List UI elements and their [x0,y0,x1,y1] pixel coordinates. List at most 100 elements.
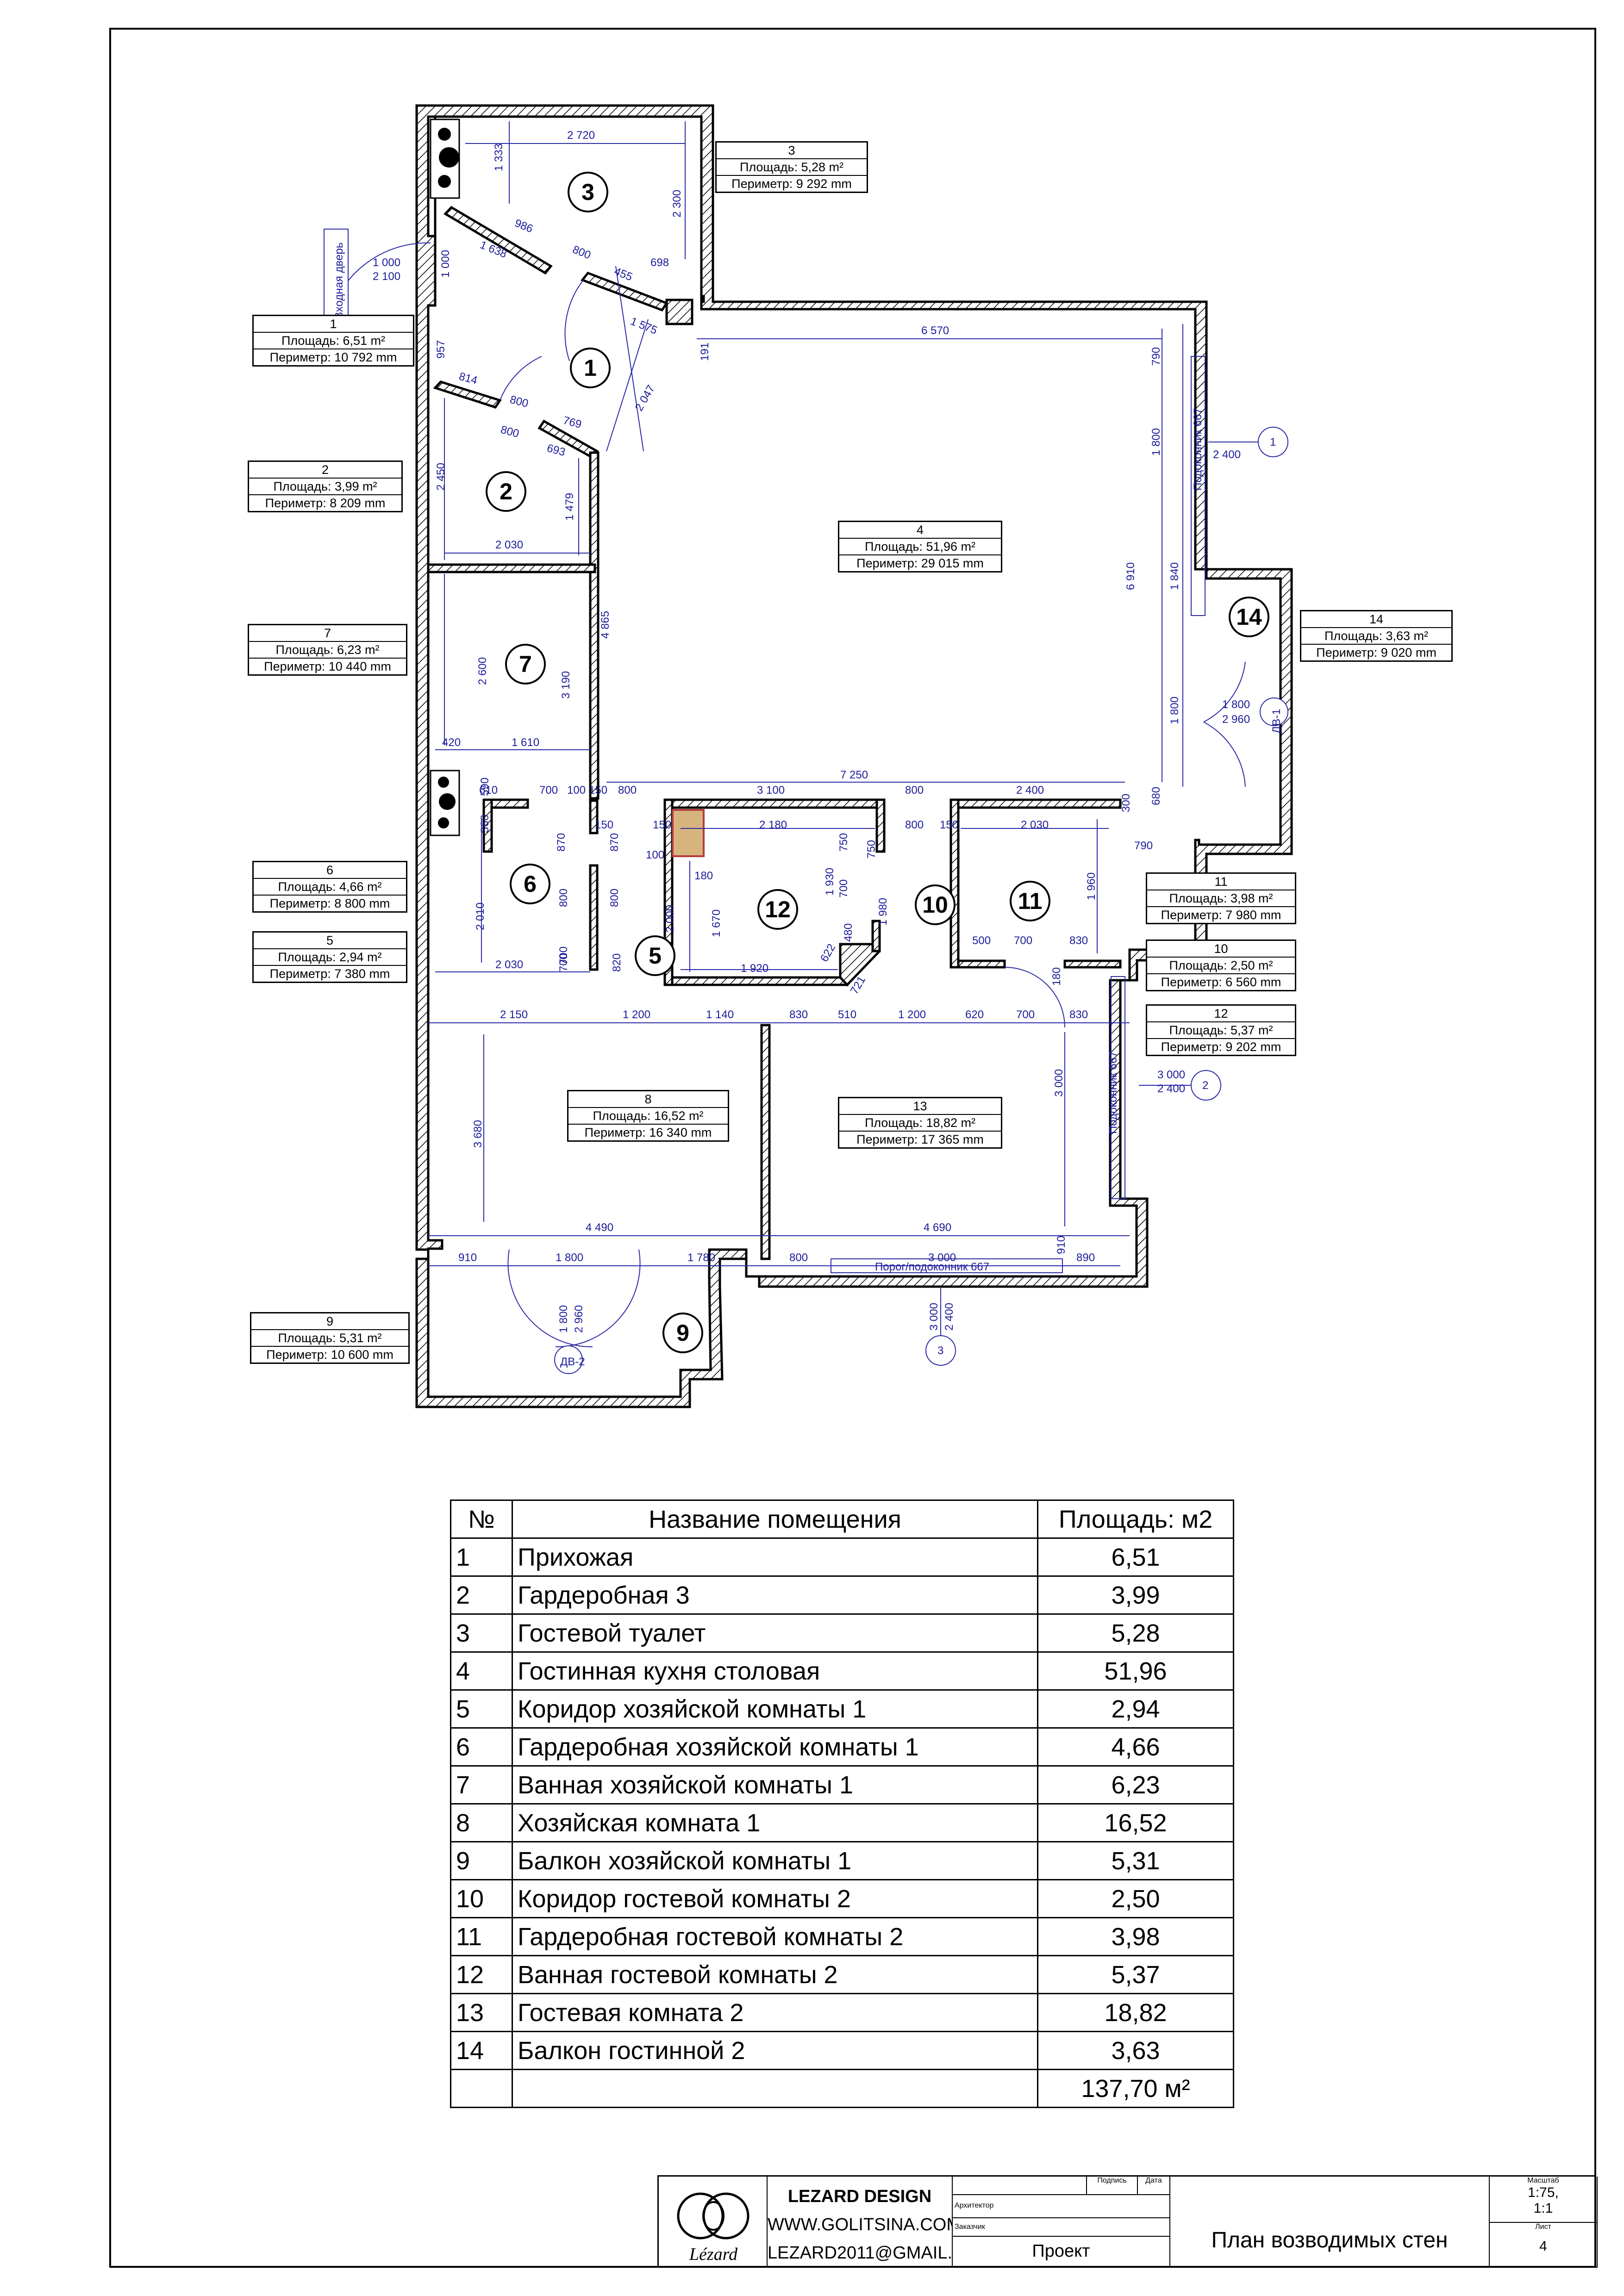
cell-room-name: Хозяйская комната 1 [512,1803,1038,1842]
dimension-label: 698 [650,256,669,269]
cell-number: 3 [450,1613,513,1653]
dimension-label: 480 [842,923,855,942]
room-info-area: Площадь: 5,28 m² [717,159,867,176]
dimension-label: 150 [595,819,613,831]
dimension-label: 150 [589,784,607,796]
scale-cell: Масштаб 1:75, 1:1 [1490,2177,1598,2223]
dimension-label: 1 800 [556,1251,583,1264]
dimension-label: 700 [557,953,570,972]
sign-col-header: Подпись [1087,2177,1138,2195]
room-info-perimeter: Периметр: 8 800 mm [269,896,390,910]
dimension-label: 1 479 [563,493,576,521]
cell-area: 3,99 [1037,1575,1234,1615]
lezard-logo-icon: Lézard [677,2192,750,2264]
dimension-label: 1 000 [373,256,400,269]
room-info-perimeter: Периметр: 6 560 mm [1161,975,1281,989]
room-info-perimeter: Периметр: 7 980 mm [1161,908,1281,922]
room-info-perimeter: Периметр: 16 340 mm [584,1126,712,1139]
cell-area: 2,50 [1037,1879,1234,1918]
dimension-label: 1 980 [877,898,889,926]
room-info-area: Площадь: 3,98 m² [1147,890,1295,907]
dimension-label: 3 000 [928,1303,940,1331]
room-number: 1 [584,355,597,381]
dimension-label: 2 960 [1222,713,1250,726]
room-info-4: 4 Площадь: 51,96 m² Периметр: 29 015 mm [838,521,1002,572]
cell-room-name: Балкон хозяйской комнаты 1 [512,1841,1038,1880]
dimension-label: 700 [539,784,558,796]
sheet-title-cell: План возводимых стен [1170,2177,1490,2268]
dimension-label: 2 300 [671,190,683,218]
dimension-label: 1 800 [557,1305,570,1333]
dimension-label: 1 200 [623,1008,650,1021]
room-info-area: Площадь: 3,63 m² [1301,628,1451,645]
wc-fixtures [430,118,460,836]
dimension-label: 1 800 [1168,697,1181,724]
dimension-label: 3 000 [928,1251,956,1264]
room-info-perimeter: Периметр: 9 202 mm [1161,1040,1281,1054]
room-info-3: 3 Площадь: 5,28 m² Периметр: 9 292 mm [715,141,868,193]
customer-row: Заказчик [953,2218,1170,2237]
cell-area: 18,82 [1037,1993,1234,2032]
column-header: № [450,1500,513,1539]
room-info-number: 4 [839,522,1001,539]
dimension-label: 800 [618,784,637,796]
dimension-label: 1 333 [493,143,505,171]
dimension-label: Подоконник 667 [1107,1051,1119,1134]
dimension-label: 2 000 [664,905,676,933]
exterior-walls [415,104,1293,1408]
dimension-label: 1 [1270,436,1276,448]
room-info-1: 1 Площадь: 6,51 m² Периметр: 10 792 mm [252,315,414,367]
dimension-label: 100 [567,784,586,796]
column-header: Название помещения [512,1500,1038,1539]
room-info-6: 6 Площадь: 4,66 m² Периметр: 8 800 mm [252,861,407,913]
room-info-number: 2 [249,462,401,479]
room-info-number: 12 [1147,1006,1295,1022]
role-cell-1 [953,2177,1087,2195]
dimension-label: 4 865 [599,611,612,639]
title-block: Lézard LEZARD DESIGN WWW.GOLITSINA.COM L… [657,2175,1598,2268]
dimension-label: 3 [937,1344,943,1357]
dimension-lines [428,121,1183,1266]
room-info-number: 7 [249,625,406,642]
dimension-label: 700 [1014,934,1032,947]
room-info-number: 3 [717,143,867,159]
room-info-area: Площадь: 4,66 m² [254,879,406,896]
date-col-header: Дата [1138,2177,1170,2195]
dimension-label: 2 400 [1157,1083,1185,1095]
dimension-label: 1 780 [687,1251,715,1264]
room-info-perimeter: Периметр: 9 292 mm [731,177,852,191]
dimension-label: 890 [1076,1251,1095,1264]
dimension-label: 1 670 [710,909,723,937]
dimension-label: 1 930 [824,868,836,896]
dimension-label: 1 200 [898,1008,926,1021]
sheet-number-cell: Лист 4 [1490,2223,1598,2268]
room-markers: 3 1 2 7 14 6 12 10 11 5 9 [486,172,1269,1353]
dimension-label: 790 [1150,347,1162,366]
room-info-7: 7 Площадь: 6,23 m² Периметр: 10 440 mm [248,624,407,676]
dimension-label: 3 000 [1053,1069,1065,1097]
dimension-label: 800 [608,889,621,907]
dimension-label: 830 [1069,934,1088,947]
room-info-number: 11 [1147,874,1295,890]
cell-area: 5,37 [1037,1955,1234,1994]
cell-number: 11 [450,1917,513,1956]
room-number: 10 [922,892,948,918]
room-info-area: Площадь: 5,37 m² [1147,1022,1295,1039]
cell-room-name: Гардеробная хозяйской комнаты 1 [512,1727,1038,1767]
dimension-label: 6 570 [921,324,949,337]
logo-text: Lézard [689,2245,738,2264]
dimension-label: 500 [972,934,991,947]
cell-number: 6 [450,1727,513,1767]
room-info-area: Площадь: 3,99 m² [249,479,401,495]
company-name: LEZARD DESIGN [787,2187,932,2206]
room-info-13: 13 Площадь: 18,82 m² Периметр: 17 365 mm [838,1097,1002,1149]
dimension-label: 2 600 [476,657,489,685]
cell-area: 3,63 [1037,2031,1234,2070]
dimension-label: ДВ-1 [1270,709,1283,734]
room-info-area: Площадь: 16,52 m² [568,1108,728,1125]
dimension-label: Подоконник 667 [1192,408,1204,491]
